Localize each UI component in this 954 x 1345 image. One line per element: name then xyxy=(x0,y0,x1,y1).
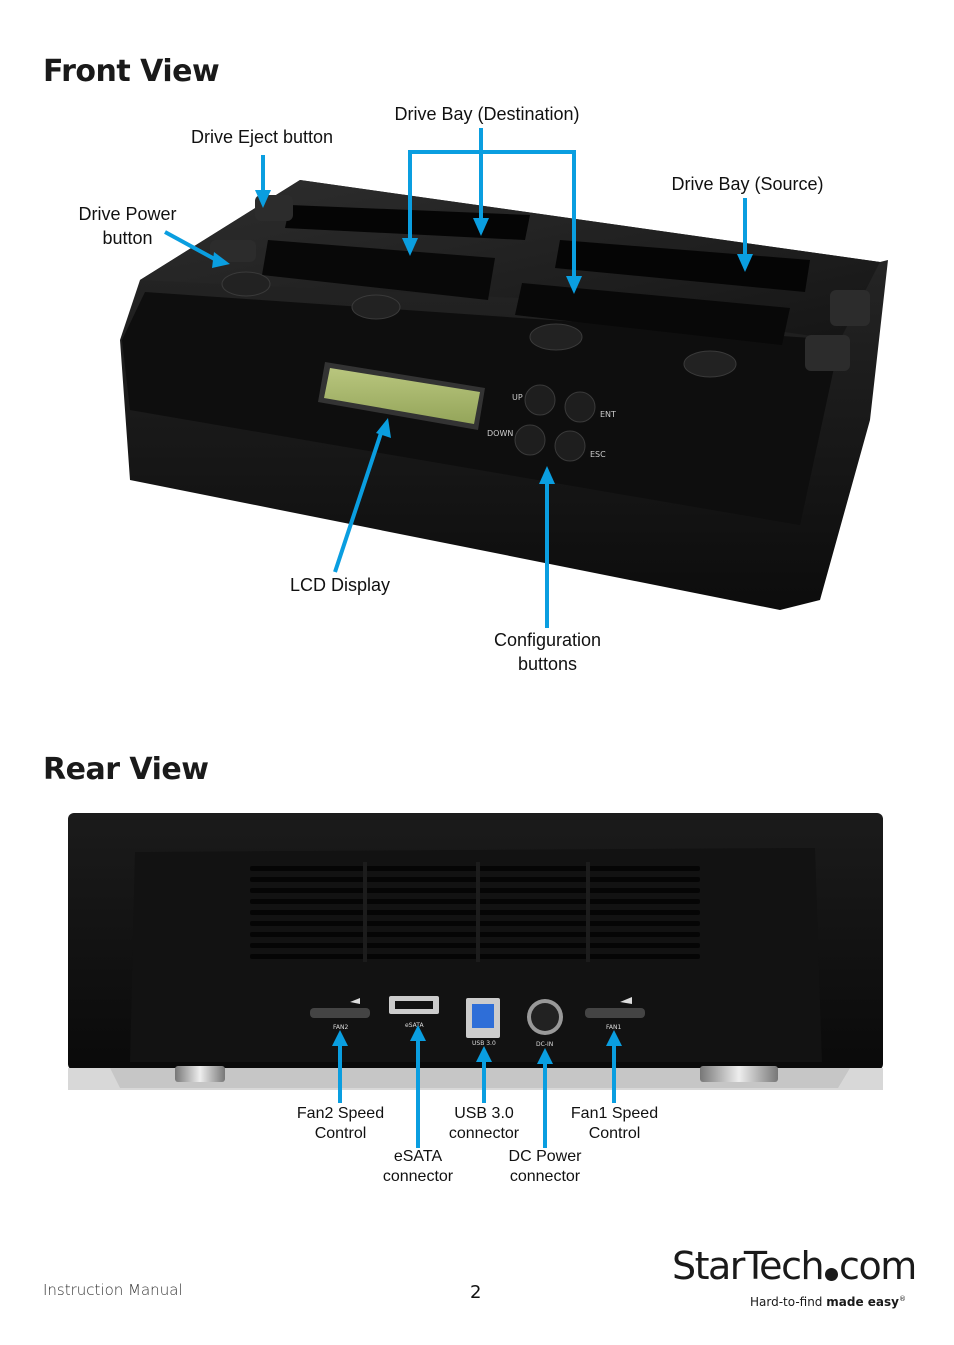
label-drive-eject: Drive Eject button xyxy=(190,127,334,147)
label-drive-bay-source: Drive Bay (Source) xyxy=(671,174,824,194)
front-device-illustration: UP ENT DOWN ESC xyxy=(120,128,888,628)
rear-view-heading: Rear View xyxy=(43,752,209,787)
startech-logo: StarTech com Hard-to-find made easy® xyxy=(672,1244,917,1314)
logo-main-text: StarTech xyxy=(672,1244,825,1288)
label-fan1-speed-control: Fan1 Speed Control xyxy=(570,1105,659,1142)
keypad-down-label: DOWN xyxy=(487,429,513,438)
port-label-fan1: FAN1 xyxy=(606,1024,621,1031)
port-label-dc: DC-IN xyxy=(536,1041,553,1048)
port-label-fan2: FAN2 xyxy=(333,1024,348,1031)
tagline-light: Hard-to-find xyxy=(750,1295,827,1309)
label-esata-connector: eSATA connector xyxy=(382,1148,454,1185)
label-usb-connector: USB 3.0 connector xyxy=(448,1105,520,1142)
label-drive-power: Drive Power button xyxy=(78,204,177,248)
logo-tagline: Hard-to-find made easy® xyxy=(750,1295,906,1309)
label-lcd-display: LCD Display xyxy=(289,575,391,595)
logo-suffix-text: com xyxy=(839,1244,917,1288)
front-view-heading: Front View xyxy=(43,54,220,89)
label-configuration-buttons: Configuration buttons xyxy=(493,630,602,674)
label-dc-power-connector: DC Power connector xyxy=(508,1148,582,1185)
page-number: 2 xyxy=(470,1282,482,1303)
tagline-registered-mark: ® xyxy=(898,1295,906,1303)
footer-manual-title: Instruction Manual xyxy=(43,1281,183,1299)
label-drive-bay-destination: Drive Bay (Destination) xyxy=(394,104,580,124)
keypad-esc-label: ESC xyxy=(590,450,606,459)
port-label-esata: eSATA xyxy=(405,1022,424,1029)
tagline-bold: made easy xyxy=(826,1295,899,1309)
front-callout-arrows xyxy=(164,128,747,628)
keypad-up-label: UP xyxy=(512,393,523,402)
port-label-usb: USB 3.0 xyxy=(472,1040,496,1047)
keypad-ent-label: ENT xyxy=(600,410,616,419)
label-fan2-speed-control: Fan2 Speed Control xyxy=(296,1105,385,1142)
logo-dot-icon xyxy=(825,1268,839,1281)
